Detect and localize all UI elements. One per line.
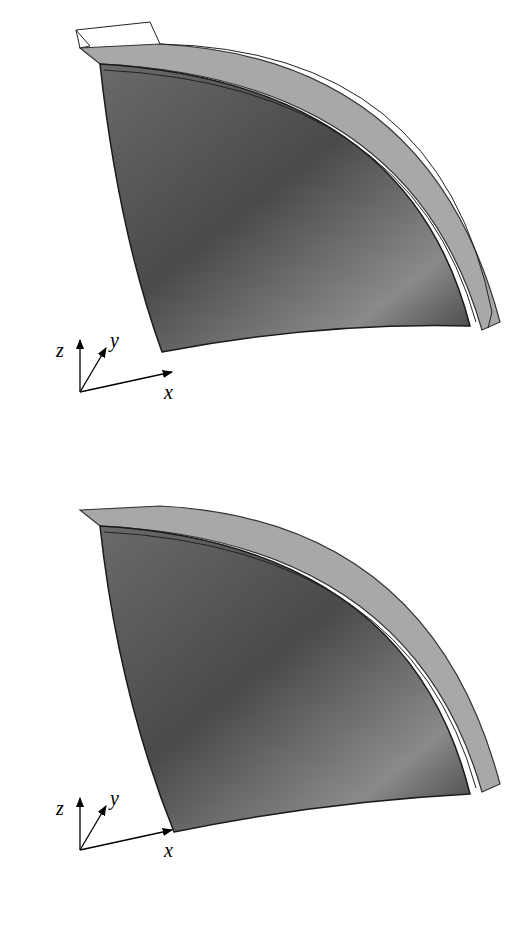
inner-edge xyxy=(104,532,476,788)
wireframe-corner xyxy=(76,30,90,48)
axis-label: x xyxy=(164,382,173,402)
axes-top xyxy=(80,340,172,392)
shell-bottom xyxy=(80,506,500,832)
axis-label: y xyxy=(110,330,119,350)
axes-bottom xyxy=(80,798,172,850)
axis-label: z xyxy=(56,340,64,360)
inner-edge xyxy=(104,70,476,322)
axis-label: x xyxy=(164,840,173,860)
axis-label: z xyxy=(56,798,64,818)
wireframe-outline xyxy=(76,22,492,328)
shell-surface xyxy=(100,526,470,832)
axis-label: y xyxy=(110,788,119,808)
shell-surface xyxy=(100,64,470,352)
shell-top xyxy=(76,22,500,352)
